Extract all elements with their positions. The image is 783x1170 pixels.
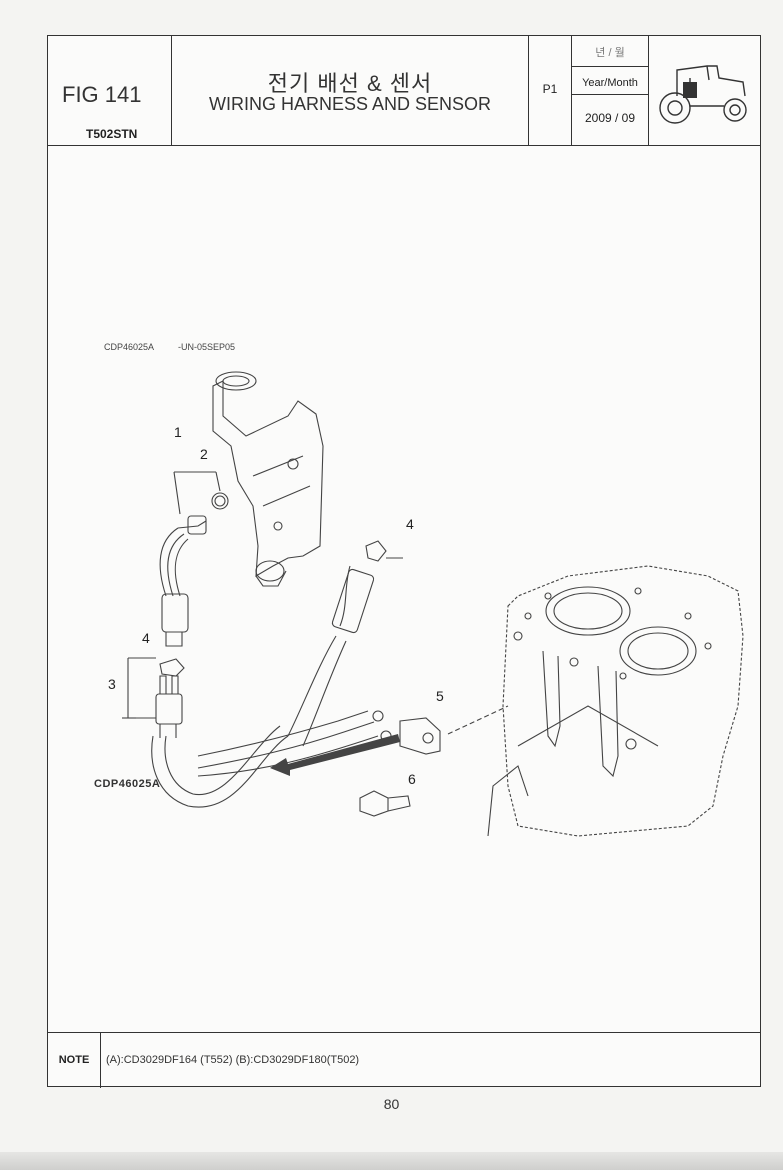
callout-2: 2	[200, 446, 208, 462]
date-label-korean: 년 / 월	[595, 47, 625, 59]
title-block: FIG 141 T502STN 전기 배선 & 센서 WIRING HARNES…	[48, 36, 760, 146]
note-label: NOTE	[58, 1054, 90, 1066]
page-number: 80	[383, 1096, 400, 1112]
date-label: Year/Month	[582, 77, 638, 89]
note-text: (A):CD3029DF164 (T552) (B):CD3029DF180(T…	[106, 1054, 360, 1066]
title-korean: 전기 배선 & 센서	[267, 71, 433, 96]
reference-code: CDP46025A	[104, 342, 155, 352]
callout-3: 3	[108, 676, 116, 692]
title-cell: 전기 배선 & 센서 WIRING HARNESS AND SENSOR	[172, 36, 529, 145]
date-divider	[572, 94, 648, 95]
figure-caption: CDP46025A	[94, 778, 161, 790]
date-cell: 년 / 월 Year/Month 2009 / 09	[572, 36, 649, 145]
reference-suffix: -UN-05SEP05	[178, 342, 236, 352]
note-row: NOTE (A):CD3029DF164 (T552) (B):CD3029DF…	[48, 1032, 760, 1088]
note-label-cell: NOTE	[48, 1033, 101, 1088]
callout-5: 5	[436, 688, 444, 704]
model-code: T502STN	[86, 127, 138, 141]
page-cell: P1	[529, 36, 572, 145]
wiring-harness-illustration	[122, 371, 744, 837]
callout-1: 1	[174, 424, 182, 440]
date-divider	[572, 66, 648, 67]
callout-4: 4	[406, 516, 414, 532]
fig-number: FIG 141	[62, 82, 142, 107]
icon-cell	[649, 36, 760, 145]
fig-cell: FIG 141 T502STN	[48, 36, 172, 145]
title-english: WIRING HARNESS AND SENSOR	[208, 94, 492, 114]
date-value: 2009 / 09	[584, 111, 636, 125]
tractor-icon	[659, 65, 747, 124]
scan-edge	[0, 1152, 783, 1170]
page-frame: FIG 141 T502STN 전기 배선 & 센서 WIRING HARNES…	[47, 35, 761, 1088]
callout-4: 4	[142, 630, 150, 646]
page-label: P1	[542, 82, 558, 96]
callout-6: 6	[408, 771, 416, 787]
